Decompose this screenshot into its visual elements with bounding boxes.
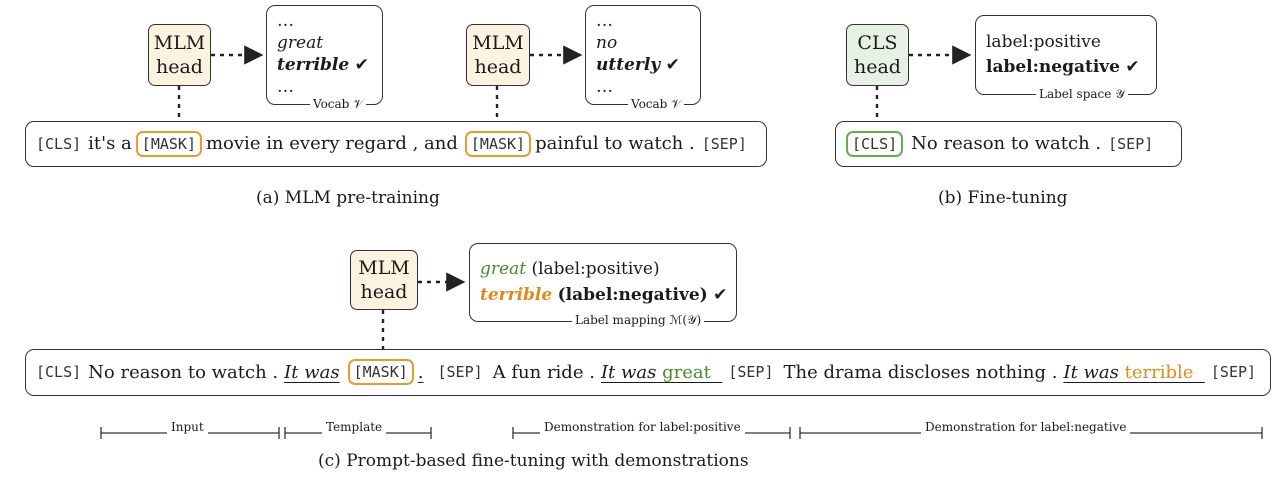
vocab-box-label: Vocab 𝒱 bbox=[628, 97, 685, 112]
sep-token: [SEP] bbox=[728, 363, 774, 381]
label-mapping-box: great (label:positive) terrible (label:n… bbox=[469, 243, 737, 322]
head-label: head bbox=[474, 56, 522, 78]
vocab-ellipsis: … bbox=[596, 77, 613, 97]
check-icon: ✔ bbox=[1125, 57, 1140, 77]
head-label: MLM bbox=[358, 257, 410, 279]
span-label-demo-negative: Demonstration for label:negative bbox=[921, 420, 1131, 434]
mlm-head-1: MLM head bbox=[148, 24, 211, 86]
check-icon: ✔ bbox=[713, 285, 728, 305]
sep-token: [SEP] bbox=[437, 363, 483, 381]
template-text: . bbox=[417, 361, 424, 383]
span-label-demo-positive: Demonstration for label:positive bbox=[540, 420, 745, 434]
caption-b: (b) Fine-tuning bbox=[938, 188, 1068, 208]
head-label: head bbox=[156, 56, 203, 78]
mlm-head-prompt: MLM head bbox=[350, 250, 418, 310]
template-text: It was bbox=[600, 361, 657, 383]
vocab-box-1: … great terrible ✔ … bbox=[266, 5, 383, 105]
mapped-word-negative: terrible bbox=[480, 285, 553, 305]
vocab-ellipsis: … bbox=[596, 11, 613, 31]
mask-token: [MASK] bbox=[135, 130, 202, 157]
check-icon: ✔ bbox=[354, 55, 369, 75]
vocab-box-label: Vocab 𝒱 bbox=[310, 97, 367, 112]
vocab-word: great bbox=[277, 33, 324, 53]
label-space-caption: Label space 𝒴 bbox=[1036, 87, 1128, 102]
sentence-text: it's a bbox=[88, 133, 132, 154]
mask-token: [MASK] bbox=[464, 130, 532, 157]
finetune-input-sentence: [CLS] No reason to watch . [SEP] bbox=[835, 121, 1182, 167]
mask-token: [MASK] bbox=[347, 359, 414, 385]
vocab-word-selected: terrible bbox=[277, 55, 350, 75]
mlm-head-2: MLM head bbox=[466, 24, 530, 86]
prompt-input-sentence: [CLS] No reason to watch . It was [MASK]… bbox=[25, 349, 1271, 396]
cls-token-highlighted: [CLS] bbox=[846, 130, 904, 157]
vocab-box-2: … no utterly ✔ … bbox=[585, 5, 701, 105]
sentence-text: movie in every regard , and bbox=[205, 133, 458, 154]
label-word-negative: terrible bbox=[1124, 361, 1194, 383]
sep-token: [SEP] bbox=[701, 134, 747, 153]
caption-c: (c) Prompt-based fine-tuning with demons… bbox=[318, 451, 749, 471]
template-text: It was bbox=[284, 361, 340, 383]
label-negative-selected: label:negative bbox=[986, 57, 1120, 77]
demo-text: A fun ride . bbox=[492, 361, 595, 383]
vocab-word: no bbox=[596, 33, 618, 53]
head-label: head bbox=[360, 281, 408, 303]
template-text: It was bbox=[1063, 361, 1119, 383]
label-space-box: label:positive label:negative ✔ bbox=[975, 15, 1157, 95]
mapped-word-positive: great bbox=[480, 259, 527, 279]
head-label: CLS bbox=[857, 32, 898, 54]
vocab-ellipsis: … bbox=[277, 77, 294, 97]
mlm-input-sentence: [CLS] it's a [MASK] movie in every regar… bbox=[25, 121, 767, 167]
sep-token: [SEP] bbox=[1108, 134, 1154, 153]
demo-text: The drama discloses nothing . bbox=[783, 361, 1058, 383]
caption-a: (a) MLM pre-training bbox=[256, 188, 440, 208]
input-text: No reason to watch . bbox=[88, 361, 279, 383]
cls-token: [CLS] bbox=[36, 134, 82, 153]
cls-head: CLS head bbox=[846, 24, 909, 86]
span-label-input: Input bbox=[167, 420, 208, 434]
vocab-ellipsis: … bbox=[277, 11, 294, 31]
sentence-text: painful to watch . bbox=[535, 133, 695, 154]
label-mapping-caption: Label mapping ℳ(𝒴) bbox=[572, 313, 705, 328]
vocab-word-selected: utterly bbox=[596, 55, 661, 75]
head-label: MLM bbox=[472, 32, 524, 54]
label-positive: label:positive bbox=[986, 32, 1101, 52]
check-icon: ✔ bbox=[665, 55, 680, 75]
sentence-text: No reason to watch . bbox=[911, 133, 1102, 154]
label-word-positive: great bbox=[662, 361, 711, 383]
cls-token: [CLS] bbox=[36, 363, 82, 381]
span-label-template: Template bbox=[322, 420, 387, 434]
mapped-label: (label:positive) bbox=[531, 259, 660, 279]
mapped-label-selected: (label:negative) bbox=[557, 285, 708, 305]
sep-token: [SEP] bbox=[1210, 363, 1257, 381]
head-label: MLM bbox=[153, 32, 206, 54]
head-label: head bbox=[854, 56, 901, 78]
